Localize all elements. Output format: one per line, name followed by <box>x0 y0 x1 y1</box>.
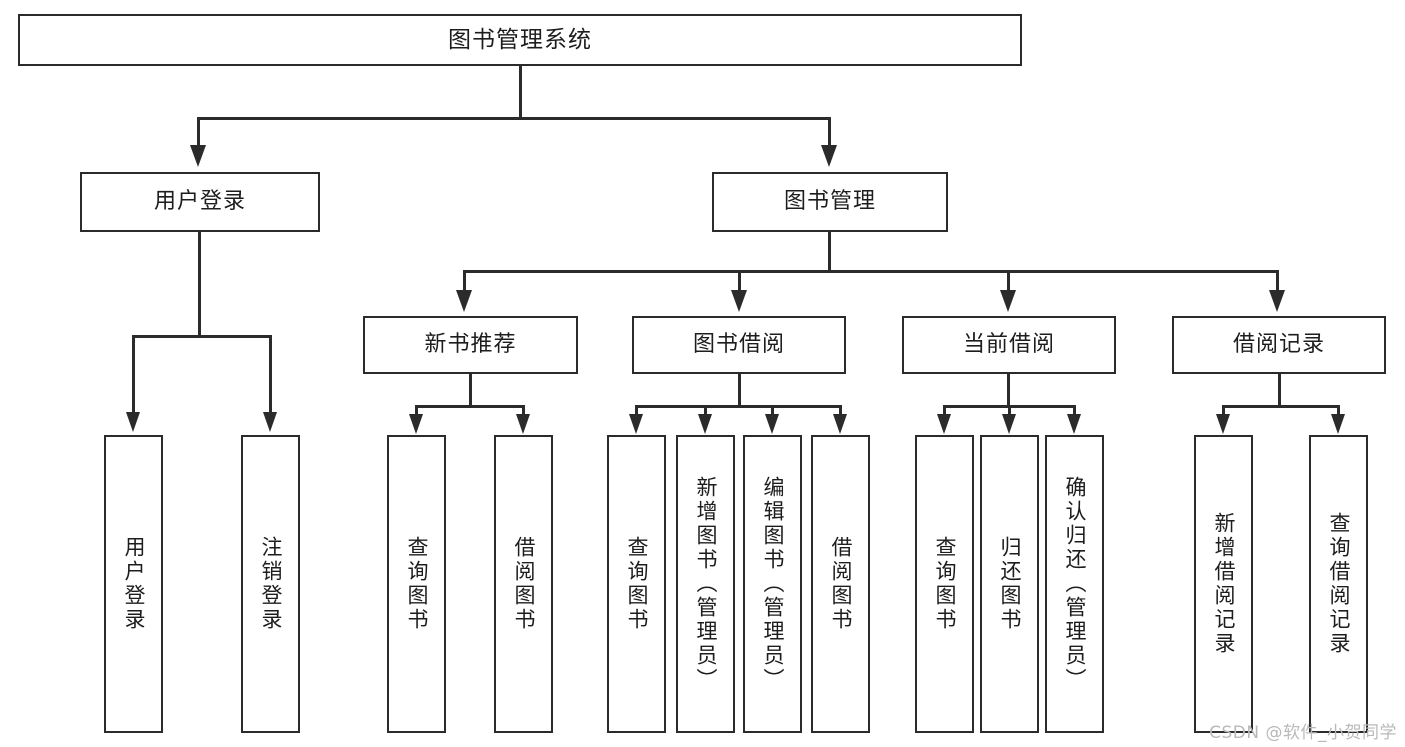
arrow-to-leaf-query-book-2 <box>629 414 643 434</box>
node-borrow-record[interactable]: 借阅记录 <box>1172 316 1386 374</box>
arrow-to-leaf-add-record <box>1216 414 1230 434</box>
edge-new-book-bus <box>415 405 525 408</box>
edge-drop-user-login <box>197 117 200 147</box>
arrow-to-book-manage <box>821 145 837 167</box>
arrow-to-book-borrow <box>731 290 747 312</box>
node-label: 查询图书 <box>625 536 650 632</box>
edge-level3-drop-1 <box>463 270 466 292</box>
edge-user-login-bus <box>132 335 272 338</box>
edge-user-login-drop-1 <box>132 335 135 414</box>
edge-level3-bus <box>463 270 1278 273</box>
arrow-to-leaf-edit-book <box>765 414 779 434</box>
edge-book-borrow-stem <box>738 374 741 406</box>
edge-new-book-drop-1 <box>415 405 418 417</box>
watermark-text: CSDN @软件_小贺同学 <box>1209 723 1397 743</box>
arrow-to-leaf-query-book-1 <box>409 414 423 434</box>
edge-new-book-drop-2 <box>522 405 525 417</box>
node-label: 借阅图书 <box>829 536 854 632</box>
edge-book-borrow-drop-4 <box>839 405 842 417</box>
node-label: 用户登录 <box>122 536 147 632</box>
arrow-to-user-login <box>190 145 206 167</box>
arrow-to-leaf-query-book-3 <box>937 414 951 434</box>
edge-new-book-stem <box>469 374 472 406</box>
edge-user-login-stem <box>198 232 201 336</box>
leaf-add-borrow-record[interactable]: 新增借阅记录 <box>1194 435 1253 733</box>
node-label: 查询借阅记录 <box>1327 512 1352 656</box>
node-label: 图书管理 <box>783 189 876 215</box>
arrow-to-leaf-query-record <box>1331 414 1345 434</box>
arrow-to-leaf-return-book <box>1002 414 1016 434</box>
node-book-borrow[interactable]: 图书借阅 <box>632 316 846 374</box>
arrow-to-current-borrow <box>1000 290 1016 312</box>
edge-current-borrow-drop-3 <box>1073 405 1076 417</box>
edge-user-login-drop-2 <box>269 335 272 414</box>
edge-borrow-record-drop-2 <box>1337 405 1340 417</box>
leaf-borrow-book-new[interactable]: 借阅图书 <box>494 435 553 733</box>
edge-current-borrow-drop-2 <box>1008 405 1011 417</box>
node-label: 图书借阅 <box>692 332 785 358</box>
edge-borrow-record-bus <box>1222 405 1340 408</box>
arrow-to-new-book <box>456 290 472 312</box>
arrow-to-leaf-user-login <box>126 412 140 432</box>
node-user-login[interactable]: 用户登录 <box>80 172 320 232</box>
leaf-return-book[interactable]: 归还图书 <box>980 435 1039 733</box>
arrow-to-borrow-record <box>1269 290 1285 312</box>
node-current-borrow[interactable]: 当前借阅 <box>902 316 1116 374</box>
node-label: 新书推荐 <box>424 332 517 358</box>
edge-drop-book-manage <box>828 117 831 147</box>
edge-book-manage-stem <box>828 232 831 272</box>
arrow-to-leaf-borrow-book-2 <box>833 414 847 434</box>
edge-level3-drop-3 <box>1007 270 1010 292</box>
arrow-to-leaf-add-book <box>698 414 712 434</box>
node-root-system[interactable]: 图书管理系统 <box>18 14 1022 66</box>
node-book-management[interactable]: 图书管理 <box>712 172 948 232</box>
node-label: 注销登录 <box>259 536 284 632</box>
leaf-query-book-new[interactable]: 查询图书 <box>387 435 446 733</box>
leaf-borrow-book[interactable]: 借阅图书 <box>811 435 870 733</box>
node-label: 查询图书 <box>933 536 958 632</box>
node-label: 编辑图书（管理员） <box>761 476 786 692</box>
edge-book-borrow-drop-3 <box>771 405 774 417</box>
edge-level2-bus <box>197 117 831 120</box>
leaf-query-book-borrow[interactable]: 查询图书 <box>607 435 666 733</box>
edge-current-borrow-drop-1 <box>943 405 946 417</box>
node-label: 新增图书（管理员） <box>694 476 719 692</box>
node-label: 借阅记录 <box>1232 332 1325 358</box>
edge-root-stem <box>519 66 522 118</box>
edge-level3-drop-2 <box>738 270 741 292</box>
leaf-query-book-current[interactable]: 查询图书 <box>915 435 974 733</box>
leaf-add-book-admin[interactable]: 新增图书（管理员） <box>676 435 735 733</box>
node-label: 新增借阅记录 <box>1212 512 1237 656</box>
node-label: 归还图书 <box>998 536 1023 632</box>
edge-borrow-record-drop-1 <box>1222 405 1225 417</box>
edge-borrow-record-stem <box>1278 374 1281 406</box>
edge-book-borrow-drop-2 <box>704 405 707 417</box>
arrow-to-leaf-logout <box>263 412 277 432</box>
edge-current-borrow-stem <box>1007 374 1010 406</box>
node-label: 查询图书 <box>405 536 430 632</box>
node-label: 当前借阅 <box>962 332 1055 358</box>
leaf-query-borrow-record[interactable]: 查询借阅记录 <box>1309 435 1368 733</box>
arrow-to-leaf-borrow-book-1 <box>516 414 530 434</box>
leaf-edit-book-admin[interactable]: 编辑图书（管理员） <box>743 435 802 733</box>
node-label: 借阅图书 <box>512 536 537 632</box>
edge-book-borrow-bus <box>635 405 842 408</box>
leaf-confirm-return-admin[interactable]: 确认归还（管理员） <box>1045 435 1104 733</box>
node-new-book-recommend[interactable]: 新书推荐 <box>363 316 578 374</box>
node-label: 图书管理系统 <box>448 26 592 53</box>
leaf-logout[interactable]: 注销登录 <box>241 435 300 733</box>
leaf-user-login[interactable]: 用户登录 <box>104 435 163 733</box>
edge-level3-drop-4 <box>1276 270 1279 292</box>
node-label: 确认归还（管理员） <box>1063 476 1088 692</box>
arrow-to-leaf-confirm-return <box>1067 414 1081 434</box>
edge-book-borrow-drop-1 <box>635 405 638 417</box>
node-label: 用户登录 <box>153 189 246 215</box>
